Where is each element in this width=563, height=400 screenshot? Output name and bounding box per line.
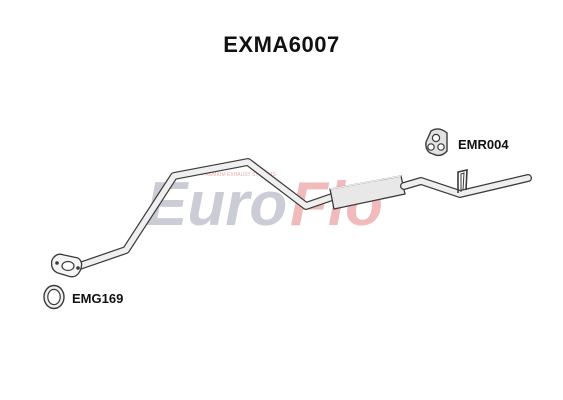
gasket-ring-icon xyxy=(43,284,65,310)
rubber-mount-code: EMR004 xyxy=(458,137,509,152)
exhaust-pipe-icon xyxy=(50,158,532,278)
inlet-flange xyxy=(50,253,83,278)
gasket-code: EMG169 xyxy=(72,291,124,306)
watermark-tagline: PREMIUM EXHAUST SYSTEMS xyxy=(202,172,276,178)
part-number-title: EXMA6007 xyxy=(223,32,340,57)
rubber-mount-icon xyxy=(425,128,448,157)
